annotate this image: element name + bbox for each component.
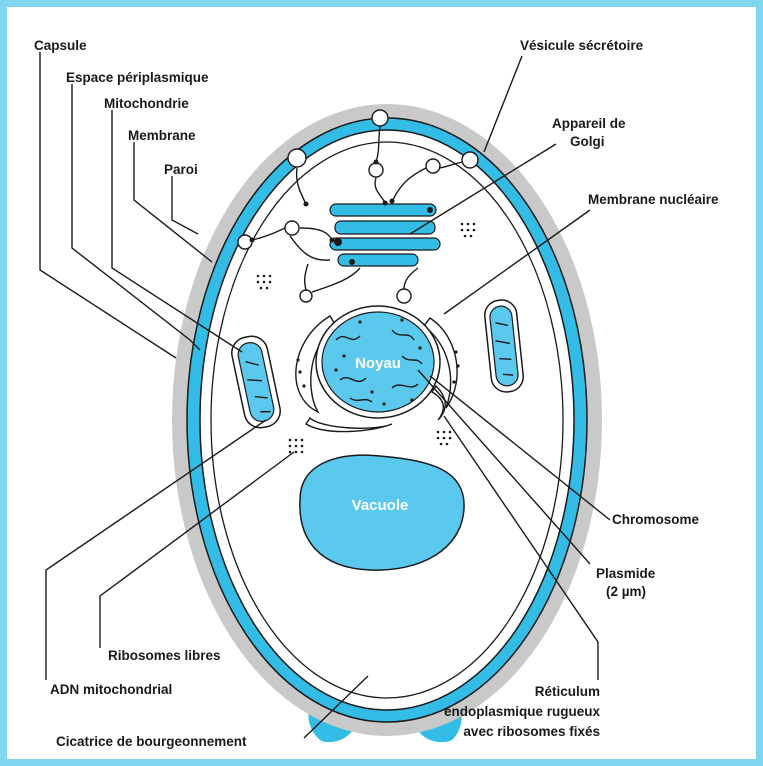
label-secretory-vesicle: Vésicule sécrétoire [520,38,644,53]
label-rer-line3: avec ribosomes fixés [463,724,600,739]
label-capsule: Capsule [34,38,87,53]
label-plasmid-line2: (2 µm) [606,584,646,599]
label-periplasmic-space: Espace périplasmique [66,70,209,85]
label-wall: Paroi [164,162,198,177]
label-golgi-line1: Appareil de [552,116,626,131]
label-mito-dna: ADN mitochondrial [50,682,172,697]
label-rer-line2: endoplasmique rugueux [444,704,601,719]
label-bud-scar: Cicatrice de bourgeonnement [56,734,247,749]
label-free-ribosomes: Ribosomes libres [108,648,221,663]
label-plasmid-line1: Plasmide [596,566,656,581]
nucleus-label: Noyau [355,355,401,372]
label-nuclear-membrane: Membrane nucléaire [588,192,719,207]
label-membrane: Membrane [128,128,196,143]
label-golgi-line2: Golgi [570,134,605,149]
label-mitochondria: Mitochondrie [104,96,189,111]
label-rer-line1: Réticulum [535,684,600,699]
vacuole-label: Vacuole [352,497,409,514]
label-chromosome: Chromosome [612,512,700,527]
